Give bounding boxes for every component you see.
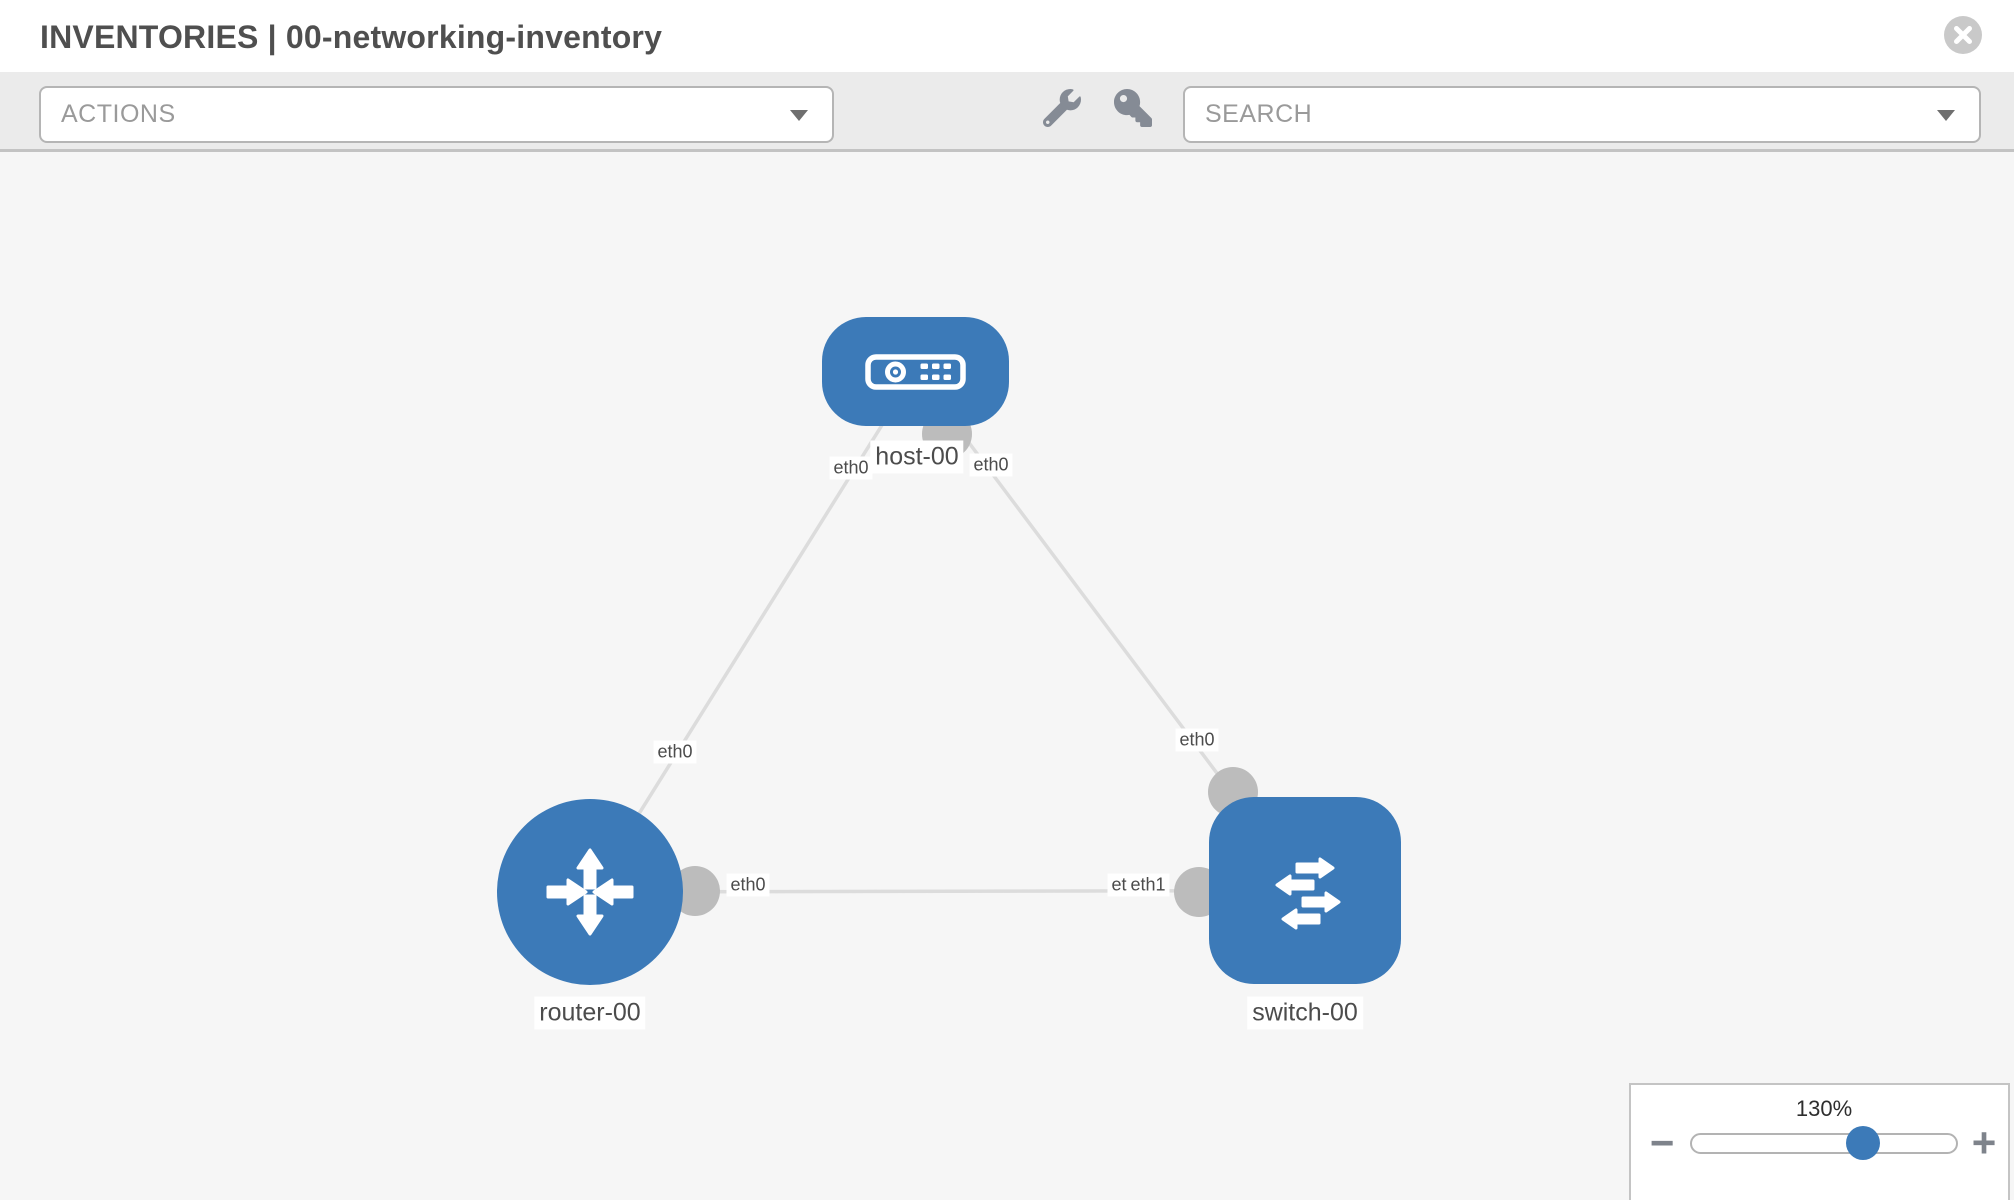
node-label-host: host-00 xyxy=(870,440,964,474)
close-icon xyxy=(1944,16,1982,54)
port-dot xyxy=(670,866,720,916)
wrench-icon xyxy=(1042,88,1081,127)
close-button[interactable] xyxy=(1944,16,1982,54)
actions-dropdown[interactable]: ACTIONS xyxy=(39,86,834,143)
node-router-00[interactable] xyxy=(497,799,683,985)
interface-label: eth0 xyxy=(726,873,770,897)
chevron-down-icon xyxy=(790,110,808,121)
page-title: INVENTORIES | 00-networking-inventory xyxy=(40,19,663,55)
credentials-button[interactable] xyxy=(1110,86,1156,132)
host-icon xyxy=(865,354,966,390)
interface-label: eth0 xyxy=(829,456,873,480)
node-switch-00[interactable] xyxy=(1209,797,1401,984)
interface-label: eth0 xyxy=(969,453,1013,477)
node-label-switch: switch-00 xyxy=(1247,996,1363,1030)
actions-dropdown-label: ACTIONS xyxy=(61,100,176,128)
switch-icon xyxy=(1275,857,1341,930)
zoom-out-button[interactable]: − xyxy=(1637,1121,1687,1165)
node-host-00[interactable] xyxy=(822,317,1009,426)
router-icon xyxy=(546,848,634,936)
interface-label: eth1 xyxy=(1126,873,1170,897)
interface-label: eth0 xyxy=(653,740,697,764)
search-dropdown-label: SEARCH xyxy=(1205,100,1313,128)
zoom-in-button[interactable]: + xyxy=(1959,1121,2009,1165)
chevron-down-icon xyxy=(1937,110,1955,121)
topology-canvas[interactable]: host-00 router-00 switch-00 eth0 eth0 et… xyxy=(0,152,2014,1200)
adhoc-command-button[interactable] xyxy=(1039,86,1085,132)
zoom-level: 130% xyxy=(1795,1096,1853,1121)
zoom-slider-track[interactable] xyxy=(1690,1133,1958,1154)
search-dropdown[interactable]: SEARCH xyxy=(1183,86,1981,143)
toolbar: ACTIONS SEARCH xyxy=(0,72,2014,152)
zoom-panel: 130% − + xyxy=(1629,1083,2010,1200)
node-label-router: router-00 xyxy=(534,996,646,1030)
interface-label: eth0 xyxy=(1175,728,1219,752)
key-icon xyxy=(1114,88,1152,127)
app-header: INVENTORIES | 00-networking-inventory xyxy=(0,0,2014,73)
port-dots xyxy=(670,409,1258,917)
zoom-slider-knob[interactable] xyxy=(1846,1126,1880,1160)
